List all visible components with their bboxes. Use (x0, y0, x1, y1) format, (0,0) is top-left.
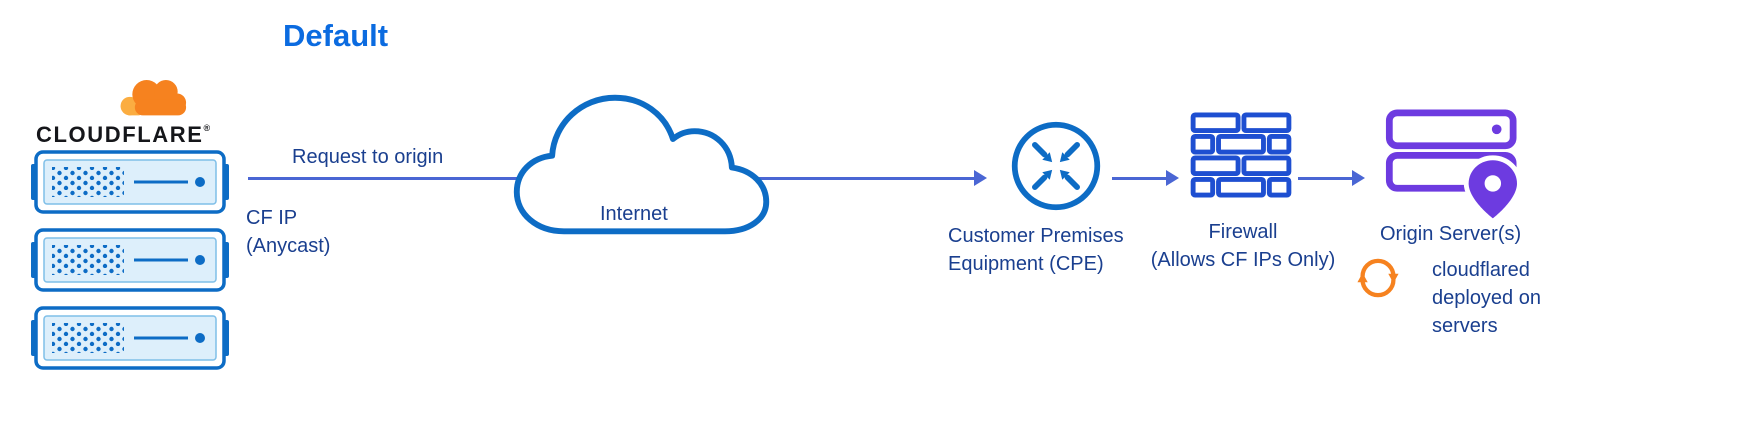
firewall-to-origin-arrow-line (1298, 177, 1354, 180)
internet-cloud-icon (505, 84, 780, 249)
firewall-to-origin-arrowhead-icon (1352, 170, 1365, 186)
diagram-title: Default (283, 18, 389, 53)
cf-ip-anycast-label: CF IP (Anycast) (246, 207, 331, 257)
cpe-to-firewall-arrowhead-icon (1166, 170, 1179, 186)
request-to-origin-label: Request to origin (292, 146, 444, 168)
cloudflared-label: cloudflared deployed on servers (1432, 259, 1541, 337)
edge-server-icon (30, 150, 230, 214)
cloudflare-wordmark-text: CLOUDFLARE (36, 122, 204, 147)
edge-server-icon (30, 306, 230, 370)
registered-mark: ® (203, 123, 211, 133)
origin-server-icon (1383, 108, 1533, 226)
edge-server-icon (30, 228, 230, 292)
firewall-label: Firewall (Allows CF IPs Only) (1150, 221, 1336, 271)
firewall-icon (1190, 112, 1292, 198)
request-arrowhead-icon (974, 170, 987, 186)
location-pin-icon (1463, 155, 1522, 225)
cloudflare-wordmark: CLOUDFLARE® (36, 122, 210, 148)
cpe-icon (1008, 118, 1104, 214)
origin-server-label: Origin Server(s) (1380, 223, 1522, 245)
cpe-to-firewall-arrow-line (1112, 177, 1168, 180)
cloudflare-cloud-icon (113, 68, 197, 124)
cloudflared-sync-icon (1352, 254, 1404, 302)
cpe-label: Customer Premises Equipment (CPE) (948, 225, 1124, 275)
internet-label: Internet (600, 203, 668, 225)
